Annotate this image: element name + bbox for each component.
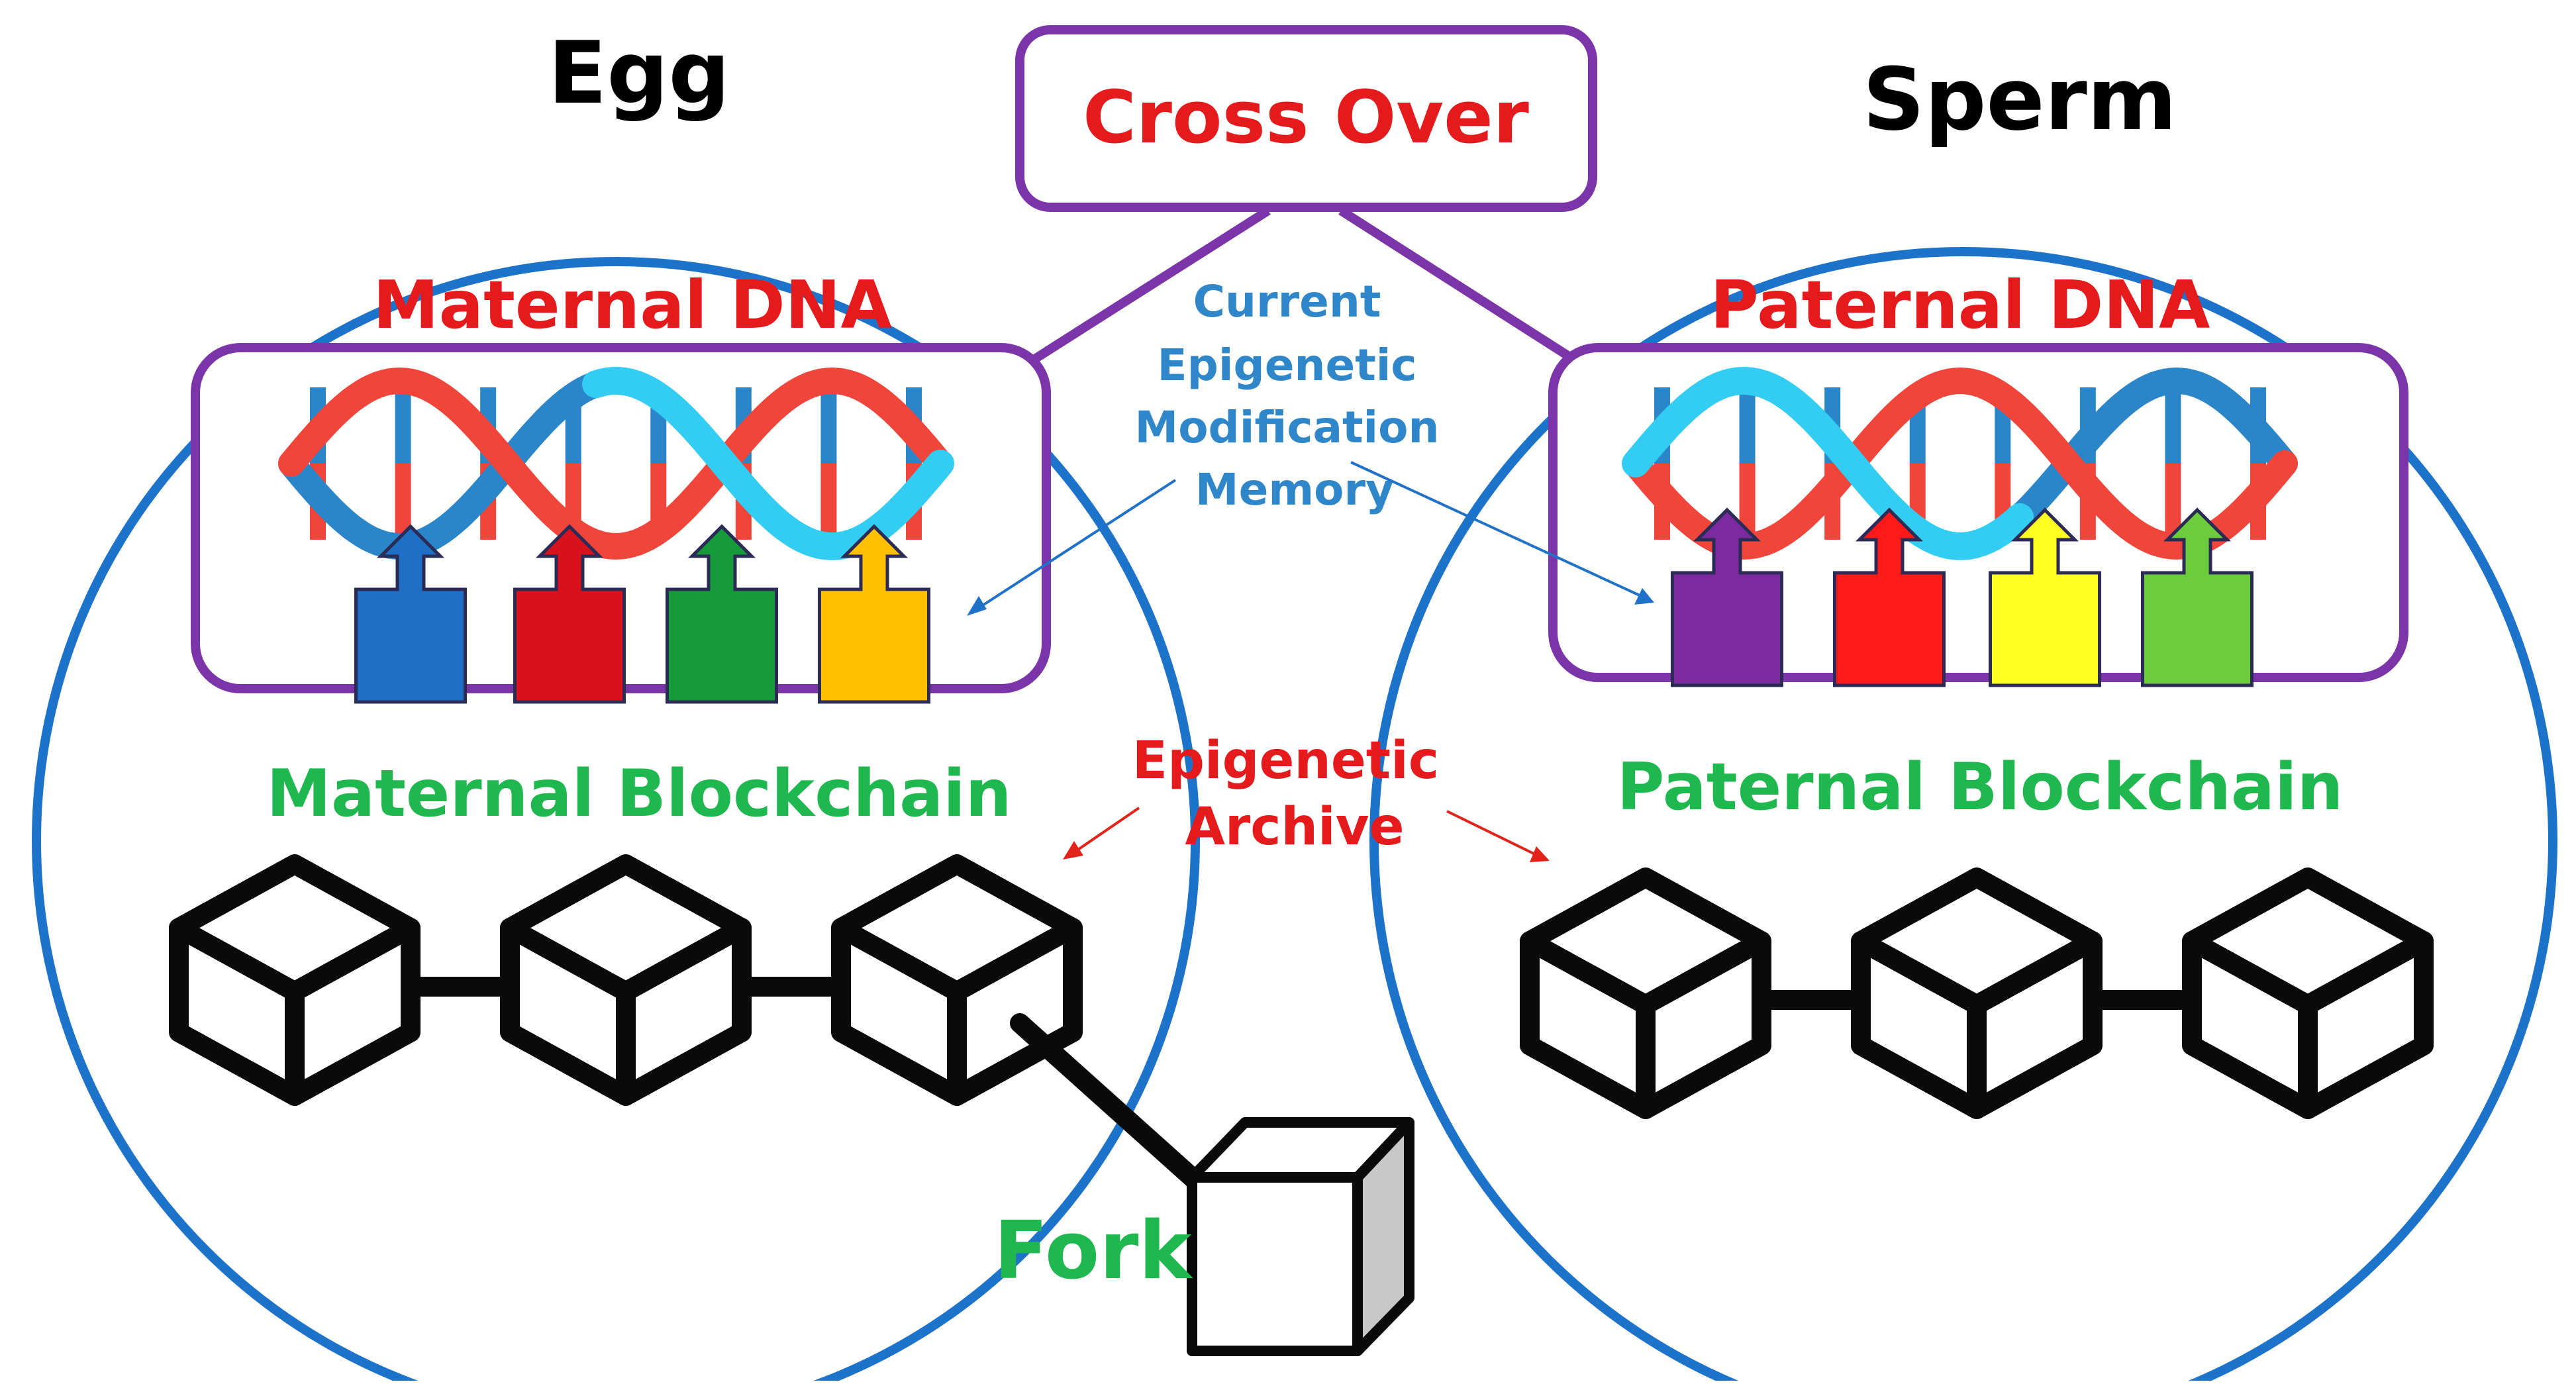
crossover-link-right [1338,207,1579,365]
up-arrow-tag-icon [818,524,930,704]
paternal-blockchain [1520,867,2434,1119]
paternal-dna-helix-icon [1622,366,2298,560]
up-arrow-tag-icon [1989,507,2101,687]
crossover-box [1015,25,1597,212]
memory-label: Current Epigenetic Modification Memory [1135,276,1455,515]
memory-arrowhead-right [1634,588,1654,605]
dna-strand-cyan [1622,366,2034,560]
crossover-label: Cross Over [1083,75,1529,160]
up-arrow-tag-icon [1833,507,1946,687]
fork-label: Fork [994,1205,1194,1297]
archive-line-2: Archive [1185,797,1404,857]
maternal-blockchain-label: Maternal Blockchain [266,756,1011,832]
memory-line-3: Modification [1135,402,1440,453]
archive-arrowhead-left [1063,841,1083,860]
maternal-dna-label: Maternal DNA [373,266,892,344]
up-arrow-tag-icon [1671,507,1783,687]
up-arrow-tag-icon [2141,507,2254,687]
archive-line-1: Epigenetic [1132,731,1439,791]
memory-arrow-left [977,479,1177,609]
paternal-epigenetic-tags [1671,507,2254,687]
egg-circle [32,257,1200,1384]
sperm-circle [1369,247,2557,1384]
fork-cube-front [1187,1172,1363,1356]
memory-arrowhead-left [967,596,987,616]
dna-strand-red [1622,367,2298,560]
paternal-blockchain-label: Paternal Blockchain [1617,750,2344,825]
archive-arrow-left [1075,807,1140,852]
egg-title: Egg [548,23,730,123]
up-arrow-tag-icon [666,524,778,704]
dna-strand-cyan [582,367,954,561]
memory-line-2: Epigenetic [1158,340,1417,391]
up-arrow-tag-icon [354,524,467,704]
fork-block-shaded-cube-icon [1187,1117,1414,1356]
memory-arrow-right [1350,461,1642,597]
fork-link [1010,1013,1222,1205]
archive-arrow-right [1446,810,1536,856]
archive-arrowhead-right [1530,846,1550,862]
memory-line-1: Current [1193,276,1381,327]
up-arrow-tag-icon [513,524,626,704]
paternal-dna-label: Paternal DNA [1710,266,2210,344]
sperm-title: Sperm [1863,49,2177,150]
dna-strand-red [278,367,954,560]
maternal-blockchain [169,854,1083,1106]
archive-label: Epigenetic Archive [1132,731,1457,857]
memory-line-4: Memory [1195,464,1394,515]
crossover-link-left [1029,207,1271,365]
maternal-epigenetic-tags [354,524,930,704]
